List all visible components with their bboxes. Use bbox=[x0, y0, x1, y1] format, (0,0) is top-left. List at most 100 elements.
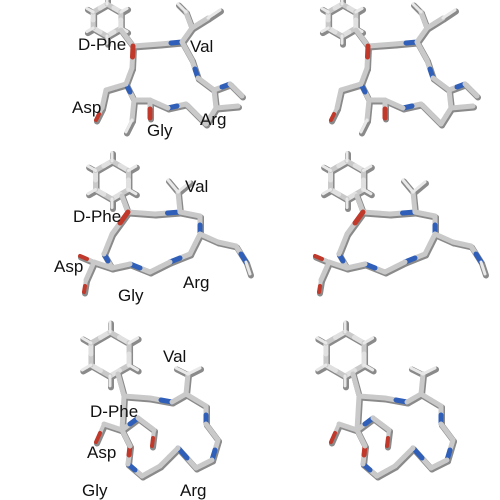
bond bbox=[184, 371, 191, 387]
bond bbox=[357, 28, 364, 34]
label-row1-arg: Arg bbox=[200, 110, 226, 129]
bond bbox=[174, 366, 184, 373]
bond-shadow bbox=[359, 118, 371, 137]
bond bbox=[246, 266, 252, 276]
bond bbox=[366, 336, 375, 343]
bond bbox=[357, 6, 364, 12]
bond bbox=[366, 365, 375, 372]
molecule-row1-right bbox=[319, 0, 481, 137]
bond bbox=[459, 103, 476, 110]
bond bbox=[124, 124, 131, 134]
bond bbox=[238, 251, 249, 265]
bond bbox=[94, 112, 101, 122]
bond bbox=[401, 178, 410, 188]
bond bbox=[355, 393, 362, 416]
bond bbox=[80, 365, 89, 372]
bond bbox=[130, 190, 138, 196]
bond bbox=[385, 436, 390, 448]
bond-shadow bbox=[124, 118, 136, 137]
bond bbox=[233, 87, 245, 99]
bond bbox=[130, 43, 136, 60]
bond bbox=[131, 336, 140, 343]
molecule-row2-right bbox=[313, 150, 489, 297]
bond-shadow bbox=[176, 180, 194, 197]
label-row3-val: Val bbox=[163, 347, 186, 366]
label-row2-arg: Arg bbox=[183, 273, 209, 292]
bond bbox=[197, 15, 211, 26]
bond bbox=[481, 266, 487, 276]
bond-shadow bbox=[186, 366, 204, 379]
bond bbox=[166, 178, 175, 188]
bond bbox=[78, 254, 89, 261]
bond bbox=[364, 107, 371, 123]
bond bbox=[130, 164, 138, 170]
bond bbox=[192, 366, 202, 373]
bond bbox=[419, 371, 426, 387]
bond bbox=[175, 189, 182, 205]
bond bbox=[86, 190, 94, 196]
label-row3-phe: D-Phe bbox=[90, 402, 138, 421]
bond bbox=[315, 336, 324, 343]
bond-shadow bbox=[441, 8, 459, 23]
label-row1-gly: Gly bbox=[147, 121, 173, 140]
label-row2-gly: Gly bbox=[118, 286, 144, 305]
molecule-row3-right bbox=[315, 320, 457, 481]
bond bbox=[417, 180, 427, 189]
row-1: D-Phe Val Asp Gly Arg bbox=[72, 0, 481, 140]
bond bbox=[320, 28, 327, 34]
bond-shadow bbox=[411, 180, 429, 197]
bond bbox=[315, 365, 324, 372]
bond bbox=[94, 431, 102, 444]
bond bbox=[313, 254, 324, 261]
bond bbox=[122, 28, 129, 34]
label-row3-gly: Gly bbox=[82, 481, 108, 500]
bond bbox=[317, 284, 322, 294]
bond bbox=[447, 8, 457, 16]
bond bbox=[131, 365, 140, 372]
label-row2-phe: D-Phe bbox=[73, 207, 121, 226]
bond bbox=[129, 107, 136, 123]
bond bbox=[321, 164, 329, 170]
label-row1-val: Val bbox=[190, 37, 213, 56]
bond bbox=[176, 2, 184, 10]
bond bbox=[359, 124, 366, 134]
bond bbox=[122, 6, 129, 12]
bond bbox=[432, 15, 446, 26]
bond bbox=[410, 189, 417, 205]
bond bbox=[365, 43, 371, 60]
bond bbox=[86, 164, 94, 170]
label-row3-arg: Arg bbox=[180, 481, 206, 500]
molecule-row1-left bbox=[84, 0, 246, 137]
label-row3-asp: Asp bbox=[87, 443, 116, 462]
bond bbox=[150, 436, 155, 448]
bond bbox=[85, 6, 92, 12]
bond bbox=[117, 209, 131, 226]
bond bbox=[182, 180, 192, 189]
bond bbox=[365, 190, 373, 196]
bond bbox=[427, 366, 437, 373]
bond bbox=[120, 393, 127, 416]
bond bbox=[80, 336, 89, 343]
bond-shadow bbox=[421, 366, 439, 379]
row-2: Val D-Phe Asp Gly Arg bbox=[54, 150, 489, 305]
label-row2-val: Val bbox=[185, 177, 208, 196]
bond bbox=[365, 164, 373, 170]
molecule-row2-left bbox=[78, 150, 254, 297]
bond bbox=[411, 2, 419, 10]
bond bbox=[352, 209, 366, 226]
molecule-row3-left bbox=[80, 320, 222, 481]
bond bbox=[85, 28, 92, 34]
bond bbox=[473, 251, 484, 265]
bond bbox=[329, 112, 336, 122]
bond bbox=[321, 190, 329, 196]
row-3: Val D-Phe Asp Gly Arg bbox=[80, 320, 457, 500]
bond bbox=[320, 6, 327, 12]
bond bbox=[409, 366, 419, 373]
label-row1-asp: Asp bbox=[72, 98, 101, 117]
bond bbox=[224, 103, 241, 110]
label-row2-asp: Asp bbox=[54, 257, 83, 276]
bond bbox=[468, 87, 480, 99]
bond-shadow bbox=[206, 8, 224, 23]
bond bbox=[82, 284, 87, 294]
